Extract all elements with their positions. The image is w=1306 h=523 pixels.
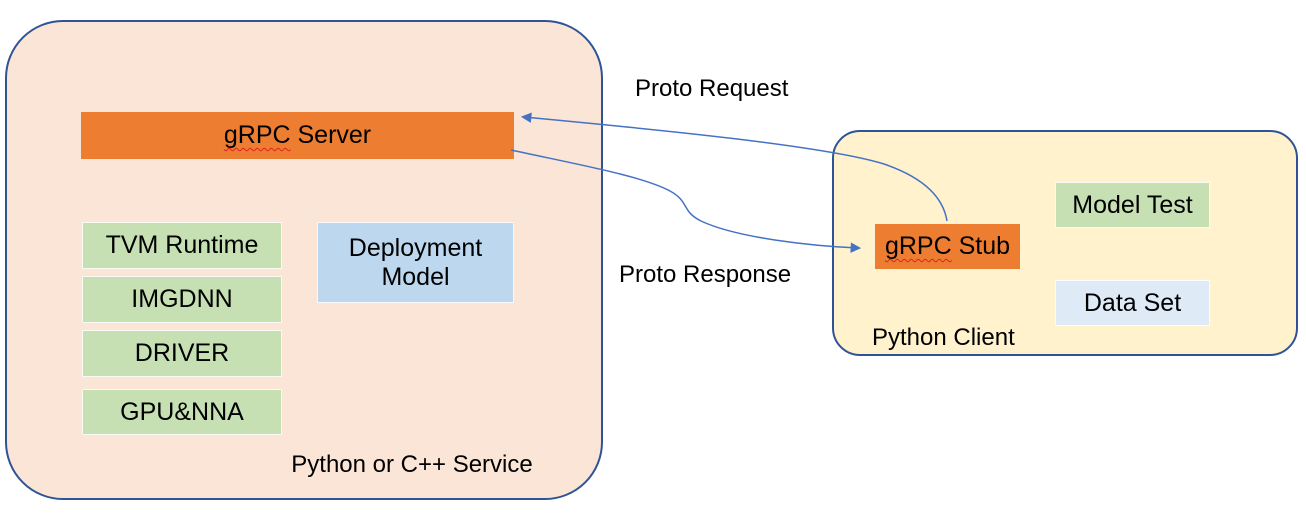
deployment-model-line1: Deployment — [348, 233, 483, 262]
data-set-box: Data Set — [1055, 280, 1210, 326]
service-container: gRPC Server TVM Runtime IMGDNN DRIVER GP… — [5, 20, 603, 500]
proto-request-label: Proto Request — [635, 75, 789, 102]
proto-response-label: Proto Response — [619, 261, 792, 288]
stack-box-tvm-runtime: TVM Runtime — [82, 222, 282, 269]
stack-box-driver: DRIVER — [82, 330, 282, 377]
stack-box-imgdnn: IMGDNN — [82, 276, 282, 323]
grpc-server-box: gRPC Server — [81, 112, 514, 159]
service-title: Python or C++ Service — [291, 451, 533, 478]
deployment-model-line2: Model — [381, 262, 450, 291]
grpc-server-label: gRPC Server — [224, 121, 371, 150]
grpc-stub-label: gRPC Stub — [885, 232, 1010, 261]
grpc-server-label-rest: Server — [290, 121, 372, 150]
client-title: Python Client — [872, 324, 1015, 351]
grpc-server-label-word: gRPC — [223, 121, 291, 150]
client-container: gRPC Stub Model Test Data Set Python Cli… — [832, 130, 1298, 356]
stack-box-gpu-nna: GPU&NNA — [82, 389, 282, 435]
grpc-stub-label-word: gRPC — [884, 232, 952, 261]
deployment-model-box: Deployment Model — [317, 222, 514, 303]
grpc-stub-label-rest: Stub — [951, 232, 1011, 261]
grpc-stub-box: gRPC Stub — [875, 224, 1020, 269]
model-test-box: Model Test — [1055, 182, 1210, 228]
